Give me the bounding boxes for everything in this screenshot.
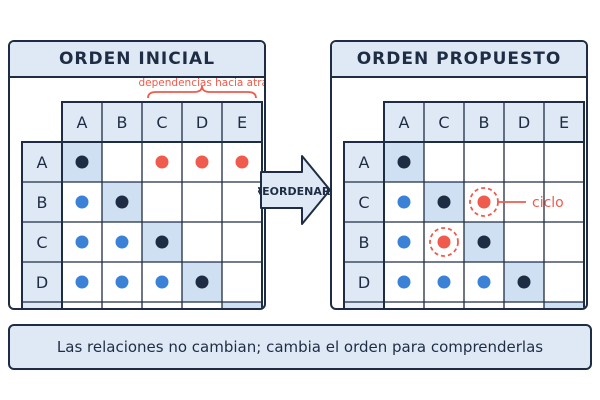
row-label: D <box>36 273 48 292</box>
caption-text: Las relaciones no cambian; cambia el ord… <box>56 338 544 356</box>
column-label: D <box>196 113 208 132</box>
column-label: C <box>438 113 449 132</box>
column-label: B <box>117 113 128 132</box>
cycle-dot <box>437 235 451 249</box>
column-label: A <box>399 113 410 132</box>
grid-outline <box>343 141 585 308</box>
dependency-dot <box>477 275 491 289</box>
backward-dependency-dot <box>235 155 249 169</box>
column-label: E <box>237 113 247 132</box>
orden-propuesto-panel: ORDEN PROPUESTO ACBDEACBDEciclo <box>330 40 588 310</box>
row-label: B <box>359 233 370 252</box>
backward-annotation: dependencias hacia atrás <box>139 77 266 89</box>
self-dot <box>397 155 411 169</box>
column-label: A <box>77 113 88 132</box>
self-dot <box>477 235 491 249</box>
row-label: C <box>358 193 369 212</box>
reordenar-arrow: REORDENAR <box>258 155 331 225</box>
backward-brace <box>147 85 257 99</box>
orden-inicial-matrix: ABCDEABCDEdependencias hacia atrás <box>21 77 266 308</box>
dependency-dot <box>115 275 129 289</box>
row-label: C <box>36 233 47 252</box>
dependency-dot <box>397 275 411 289</box>
cycle-ring <box>429 227 459 257</box>
grid-outline <box>21 141 263 308</box>
dependency-dot <box>75 275 89 289</box>
orden-inicial-panel: ORDEN INICIAL ABCDEABCDEdependencias hac… <box>8 40 266 310</box>
column-header-band <box>62 102 262 142</box>
dependency-dot <box>115 235 129 249</box>
column-label: D <box>518 113 530 132</box>
orden-inicial-title: ORDEN INICIAL <box>10 42 264 78</box>
orden-propuesto-title: ORDEN PROPUESTO <box>332 42 586 78</box>
self-dot <box>517 275 531 289</box>
dependency-dot <box>75 195 89 209</box>
self-dot <box>75 155 89 169</box>
cycle-dot <box>477 195 491 209</box>
self-dot <box>155 235 169 249</box>
dependency-dot <box>397 195 411 209</box>
column-label: B <box>479 113 490 132</box>
self-dot <box>115 195 129 209</box>
cycle-label: ciclo <box>532 195 564 211</box>
orden-propuesto-matrix: ACBDEACBDEciclo <box>343 101 585 308</box>
dependency-dot <box>397 235 411 249</box>
column-label: E <box>559 113 569 132</box>
backward-dependency-dot <box>155 155 169 169</box>
row-label: A <box>359 153 370 172</box>
row-label: A <box>37 153 48 172</box>
dependency-dot <box>155 275 169 289</box>
column-label: C <box>156 113 167 132</box>
row-header-band <box>22 142 62 308</box>
dependency-dot <box>437 275 451 289</box>
row-label: B <box>37 193 48 212</box>
self-dot <box>195 275 209 289</box>
diagonal-cell <box>544 302 584 308</box>
caption-box: Las relaciones no cambian; cambia el ord… <box>8 324 592 370</box>
diagonal-cell <box>222 302 262 308</box>
row-header-band <box>344 142 384 308</box>
row-label: D <box>358 273 370 292</box>
self-dot <box>437 195 451 209</box>
reordenar-label: REORDENAR <box>258 185 331 198</box>
backward-dependency-dot <box>195 155 209 169</box>
dependency-dot <box>75 235 89 249</box>
column-header-band <box>384 102 584 142</box>
